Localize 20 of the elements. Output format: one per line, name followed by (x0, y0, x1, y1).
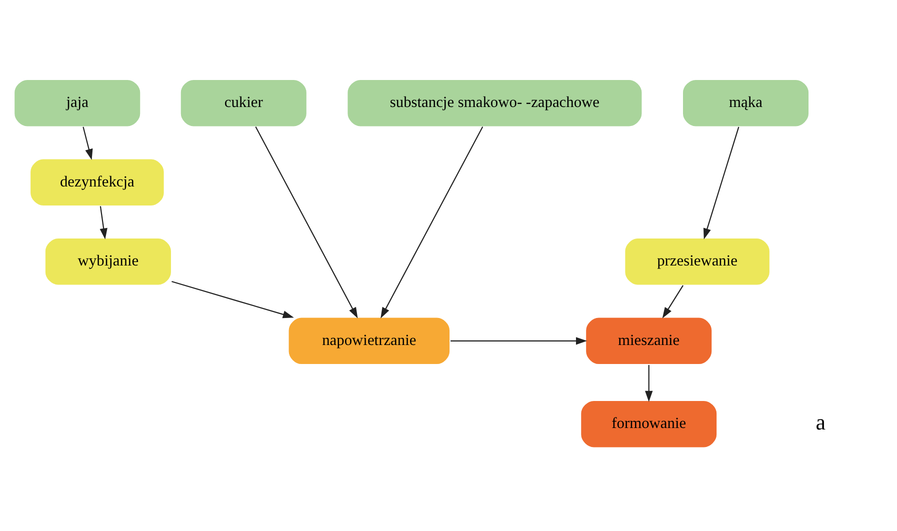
node-box: substancje smakowo- -zapachowe (346, 78, 642, 128)
arrow (380, 126, 483, 318)
arrow (644, 365, 652, 402)
node-box: wybijanie (44, 237, 172, 286)
node-box: jaja (13, 78, 141, 128)
node-box: napowietrzanie (287, 316, 450, 366)
arrow (82, 126, 92, 160)
arrow (662, 285, 683, 318)
label: a (815, 410, 826, 435)
node-box: mąka (681, 78, 810, 128)
arrow (254, 126, 358, 318)
node-box: formowanie (580, 400, 718, 448)
arrow (702, 126, 739, 240)
arrow (450, 337, 587, 345)
node-box: dezynfekcja (28, 158, 164, 207)
node-box: cukier (179, 78, 307, 128)
node-box: przesiewanie (624, 237, 770, 286)
arrow (99, 206, 107, 240)
node-box: mieszanie (584, 316, 712, 366)
arrow (171, 280, 294, 318)
